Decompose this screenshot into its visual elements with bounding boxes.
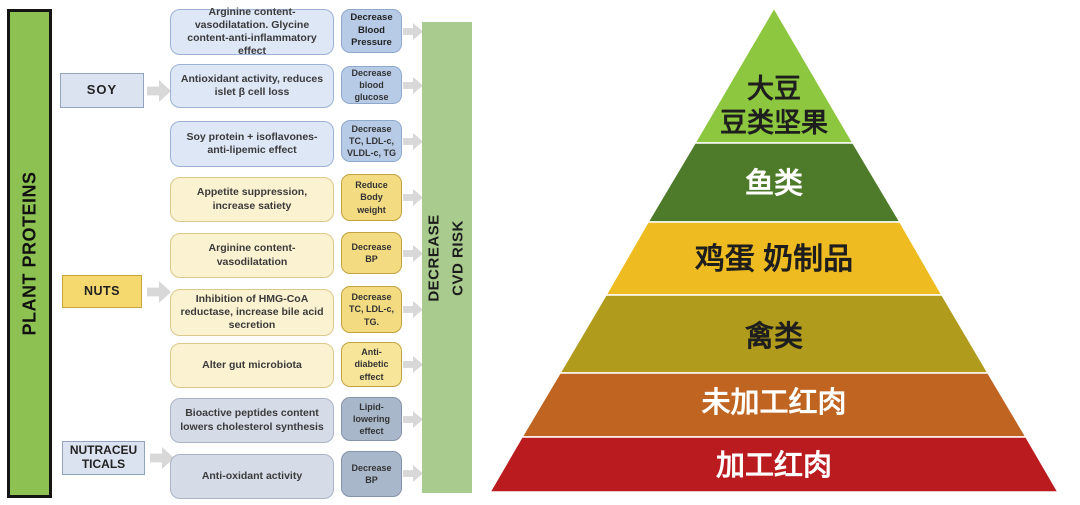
category-nutraceuticals: NUTRACEU TICALS [62, 441, 145, 475]
outcome-text: Anti-diabetic effect [354, 347, 389, 382]
outcome-box: Anti-diabetic effect [341, 342, 402, 387]
mechanism-box: Inhibition of HMG-CoA reductase, increas… [170, 289, 334, 336]
outcome-box: Decrease BP [341, 232, 402, 274]
category-nuts: NUTS [62, 275, 142, 308]
mechanism-box: Alter gut microbiota [170, 343, 334, 388]
mechanism-text: Alter gut microbiota [202, 358, 302, 371]
mechanism-text: Inhibition of HMG-CoA reductase, increas… [180, 292, 324, 332]
category-nuts-label: NUTS [83, 284, 121, 299]
mechanism-text: Anti-oxidant activity [201, 469, 303, 482]
mechanism-box: Arginine content-vasodilatation. Glycine… [170, 6, 334, 57]
mechanism-text: Antioxidant activity, reduces islet β ce… [180, 72, 324, 98]
pyramid-level-processed-red-meat [488, 436, 1060, 493]
category-nutraceuticals-label-line1: NUTRACEU [69, 443, 138, 458]
pyramid-label-fish: 鱼类 [745, 167, 803, 200]
mechanism-box: Soy protein + isoflavones-anti-lipemic e… [170, 121, 334, 167]
mechanism-text: Bioactive peptides content lowers choles… [180, 407, 324, 433]
mechanism-box: Arginine content-vasodilatation [170, 233, 334, 278]
category-soy: SOY [60, 73, 144, 108]
plant-proteins-bar: PLANT PROTEINS [7, 9, 52, 498]
outcome-box: Decrease blood glucose [341, 66, 402, 104]
mechanism-box: Bioactive peptides content lowers choles… [170, 398, 334, 443]
outcome-text: Decrease blood glucose [351, 67, 392, 103]
category-soy-label: SOY [86, 82, 118, 98]
outcome-box: Decrease Blood Pressure [341, 9, 402, 53]
mechanism-text: Appetite suppression, increase satiety [196, 186, 308, 212]
outcome-text: Decrease TC, LDL-c, VLDL-c, TG [347, 123, 396, 159]
outcome-box: Lipid-lowering effect [341, 397, 402, 441]
outcome-box: Decrease TC, LDL-c, VLDL-c, TG [341, 120, 402, 162]
outcome-box: Decrease BP [341, 451, 402, 497]
mechanism-box: Appetite suppression, increase satiety [170, 177, 334, 222]
category-nutraceuticals-label-line2: TICALS [81, 457, 126, 471]
pyramid-label-eggs-dairy: 鸡蛋 奶制品 [695, 243, 853, 276]
outcome-text: Lipid-lowering effect [352, 401, 390, 437]
decrease-cvd-risk-bar: DECREASE CVD RISK [422, 22, 472, 493]
outcome-box: Reduce Body weight [341, 174, 402, 221]
pyramid-label-unprocessed-red-meat: 未加工红肉 [701, 386, 846, 419]
pyramid-label-soy: 大豆 [747, 74, 801, 104]
mechanism-text: Soy protein + isoflavones-anti-lipemic e… [186, 130, 318, 156]
pyramid-label-processed-red-meat: 加工红肉 [716, 449, 832, 482]
mechanism-box: Anti-oxidant activity [170, 454, 334, 499]
outcome-text: Decrease Blood Pressure [350, 11, 393, 49]
mechanism-text: Arginine content-vasodilatation. Glycine… [187, 5, 317, 58]
mechanism-box: Antioxidant activity, reduces islet β ce… [170, 64, 334, 108]
outcome-box: Decrease TC, LDL-c, TG. [341, 286, 402, 333]
outcome-text: Decrease BP [351, 462, 392, 485]
outcome-text: Decrease BP [351, 241, 392, 264]
pyramid-label-beans-nuts: 豆类坚果 [720, 108, 828, 138]
outcome-text: Reduce Body weight [355, 180, 388, 215]
pyramid-label-poultry: 禽类 [744, 319, 803, 353]
mechanism-text: Arginine content-vasodilatation [208, 242, 296, 268]
outcome-text: Decrease TC, LDL-c, TG. [349, 292, 394, 327]
